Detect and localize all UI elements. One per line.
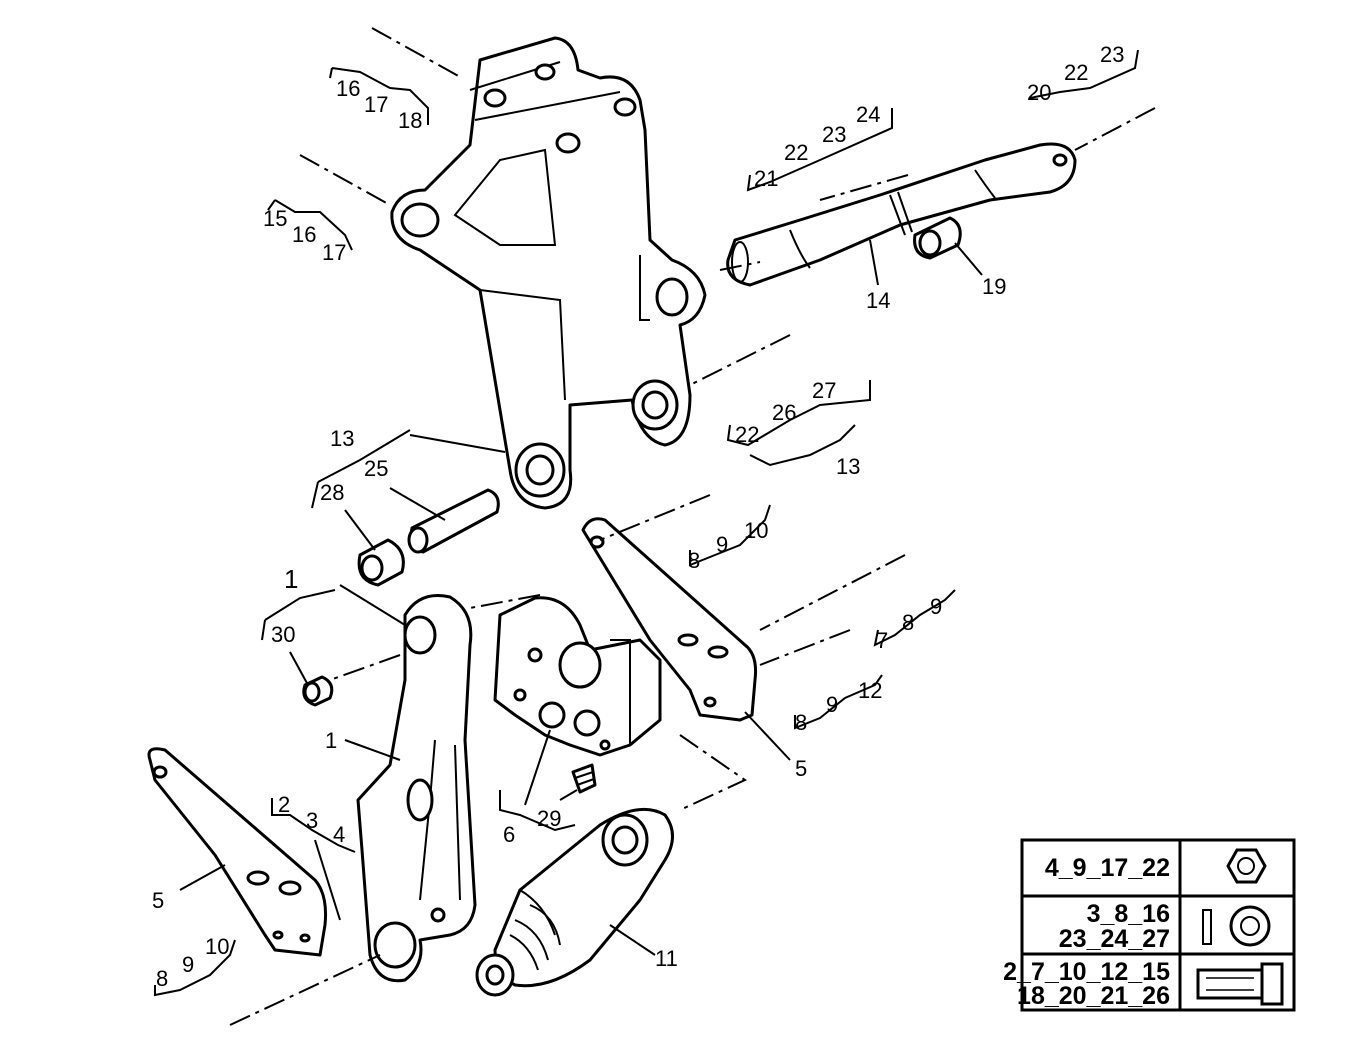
callout: 29 bbox=[537, 806, 561, 831]
callout: 7 bbox=[876, 628, 888, 653]
callout: 9 bbox=[930, 594, 942, 619]
spacer-19 bbox=[913, 216, 962, 260]
bush-30 bbox=[302, 675, 334, 707]
callout: 26 bbox=[772, 400, 796, 425]
callout: 17 bbox=[364, 92, 388, 117]
grease-nipple-29 bbox=[571, 763, 597, 794]
callout: 8 bbox=[156, 966, 168, 991]
callout: 5 bbox=[795, 756, 807, 781]
callout: 22 bbox=[1064, 60, 1088, 85]
callout: 23 bbox=[1100, 42, 1124, 67]
callout: 28 bbox=[320, 480, 344, 505]
pin-25 bbox=[407, 488, 500, 554]
callout: 25 bbox=[364, 456, 388, 481]
legend-row-3-label-line1: 2_7_10_12_15 bbox=[1003, 958, 1170, 986]
callout: 30 bbox=[271, 622, 295, 647]
callout-numbers: 16 17 18 15 16 17 21 22 23 24 20 22 23 1… bbox=[152, 42, 1124, 991]
legend-row-2-label-line2: 23_24_27 bbox=[1059, 925, 1170, 953]
shock-absorber-11 bbox=[475, 807, 674, 997]
callout: 15 bbox=[263, 206, 287, 231]
callout: 9 bbox=[716, 532, 728, 557]
callout: 13 bbox=[836, 454, 860, 479]
upper-bracket bbox=[390, 36, 707, 510]
callout: 8 bbox=[688, 548, 700, 573]
pedal-lever bbox=[356, 594, 477, 983]
callout: 24 bbox=[856, 102, 880, 127]
left-bracket bbox=[147, 747, 327, 957]
legend-row-3-label-line2: 18_20_21_26 bbox=[1017, 982, 1170, 1010]
callout: 2 bbox=[278, 792, 290, 817]
callout: 1 bbox=[325, 728, 337, 753]
callout: 27 bbox=[812, 378, 836, 403]
legend-row-2-label-line1: 3_8_16 bbox=[1087, 900, 1170, 928]
callout: 21 bbox=[754, 166, 778, 191]
callout: 20 bbox=[1027, 80, 1051, 105]
right-bracket bbox=[581, 517, 757, 722]
callout: 19 bbox=[982, 274, 1006, 299]
callout: 22 bbox=[735, 422, 759, 447]
callout: 3 bbox=[306, 808, 318, 833]
hardware-legend: 4_9_17_22 3_8_16 23_24_27 2_7_10_12_15 1… bbox=[1003, 838, 1296, 1012]
callout: 8 bbox=[795, 710, 807, 735]
leader-lines bbox=[179, 239, 983, 956]
callout: 12 bbox=[858, 678, 882, 703]
bolt-icon bbox=[1196, 962, 1284, 1006]
callout: 13 bbox=[330, 426, 354, 451]
callout-brackets bbox=[154, 49, 1139, 997]
callout: 9 bbox=[826, 692, 838, 717]
callout: 1 bbox=[284, 564, 298, 594]
callout: 23 bbox=[822, 122, 846, 147]
assembly-center-lines bbox=[229, 27, 1156, 1026]
callout: 18 bbox=[398, 108, 422, 133]
callout: 4 bbox=[333, 822, 345, 847]
callout: 17 bbox=[322, 240, 346, 265]
callout: 8 bbox=[902, 610, 914, 635]
callout: 5 bbox=[152, 888, 164, 913]
pedal-shaft bbox=[726, 142, 1077, 287]
callout: 10 bbox=[744, 518, 768, 543]
callout: 16 bbox=[336, 76, 360, 101]
callout: 9 bbox=[182, 952, 194, 977]
callout: 16 bbox=[292, 222, 316, 247]
callout: 14 bbox=[866, 288, 890, 313]
callout: 10 bbox=[205, 934, 229, 959]
legend-row-1-label: 4_9_17_22 bbox=[1045, 854, 1170, 882]
callout: 11 bbox=[655, 946, 678, 971]
callout: 6 bbox=[503, 822, 515, 847]
washer-icon bbox=[1202, 905, 1271, 947]
bush-28 bbox=[357, 538, 405, 587]
hex-nut-icon bbox=[1226, 848, 1267, 884]
callout: 22 bbox=[784, 140, 808, 165]
adjuster-mechanism bbox=[493, 596, 662, 757]
